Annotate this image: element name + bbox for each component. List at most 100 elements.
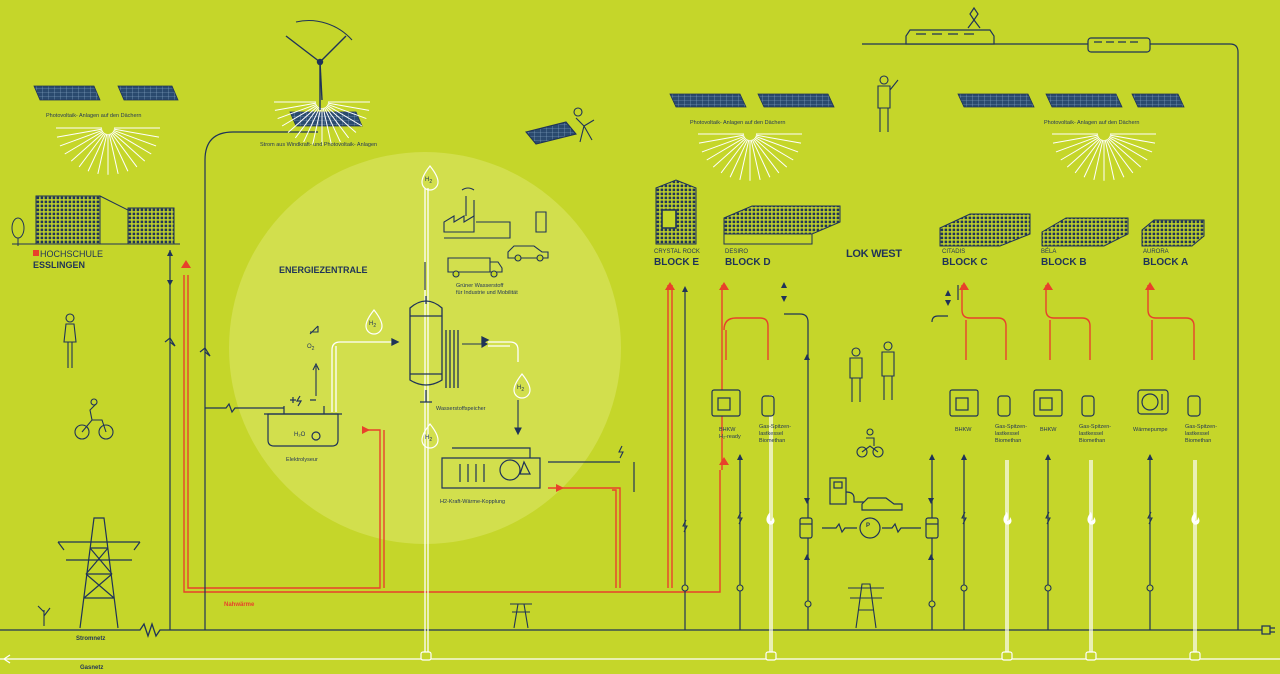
boiler-d-label-2: lastkessel <box>759 431 784 437</box>
power-lines <box>164 43 1239 630</box>
lok-west-logo: LOK WEST <box>846 248 902 260</box>
sun-ray <box>325 105 357 133</box>
sun-ray <box>701 135 745 153</box>
sun-ray <box>113 129 157 147</box>
bhkw-h2-label-1: BHKW <box>719 427 736 433</box>
sun-ray <box>754 136 794 161</box>
sun-ray <box>752 138 780 174</box>
gas-junctions <box>420 651 1201 661</box>
sun-ray <box>324 106 350 139</box>
sun-ray <box>1109 134 1156 144</box>
sun-rays <box>56 101 1156 181</box>
aurora-name: AURORA <box>1143 249 1169 255</box>
bela-name: BÉLA <box>1041 249 1057 255</box>
lightning-icons <box>618 445 1153 533</box>
pv-label-right: Photovoltaik- Anlagen auf den Dächern <box>1044 120 1140 126</box>
heat-network <box>183 275 1195 593</box>
sun-ray <box>1074 138 1102 174</box>
h2-drop-label-bottom: H2 <box>425 435 433 444</box>
h2-drop-icons <box>365 165 531 449</box>
pylon-large <box>57 517 141 629</box>
sun-ray <box>1052 134 1099 144</box>
o2-output <box>309 325 320 396</box>
power-arrowheads <box>167 250 1153 560</box>
sun-ray <box>753 137 788 168</box>
heat-network-label: Nahwärme <box>224 602 255 608</box>
block-c-label: BLOCK C <box>942 257 988 268</box>
meter-icons <box>681 584 1154 608</box>
school-logo-mark <box>33 250 39 256</box>
sun-ray <box>755 135 799 153</box>
sun-ray <box>751 139 771 178</box>
sun-ray <box>59 129 103 147</box>
energy-centre-title: ENERGIEZENTRALE <box>279 265 368 275</box>
pylon-small-left <box>510 603 532 629</box>
car-icon-h2 <box>507 245 549 262</box>
boiler-a-label-2: lastkessel <box>1185 431 1210 437</box>
desiro-name: DESIRO <box>725 249 749 255</box>
boiler-b-label-3: Biomethan <box>1079 438 1106 444</box>
sun-ray <box>712 137 747 168</box>
wind-turbine <box>285 20 353 110</box>
electrolyser <box>264 395 342 447</box>
sun-ray <box>750 139 761 181</box>
sun-ray <box>303 107 321 143</box>
bhkw-b-label: BHKW <box>1040 427 1057 433</box>
child-cyclist <box>856 428 884 458</box>
block-a-label: BLOCK A <box>1143 257 1189 268</box>
bela-building <box>1041 217 1129 247</box>
desiro-building <box>723 205 841 245</box>
plant-icon <box>37 605 51 626</box>
sun-ray <box>281 104 318 127</box>
sun-ray <box>739 139 750 181</box>
heat-pump-label: Wärmepumpe <box>1133 427 1168 433</box>
boiler-a-label-3: Biomethan <box>1185 438 1212 444</box>
boiler-c-label-2: lastkessel <box>995 431 1020 437</box>
sun-ray <box>1055 135 1099 153</box>
sun-ray <box>1066 137 1101 168</box>
sun-ray <box>294 106 320 139</box>
h2-drop-label-right: H2 <box>517 385 525 394</box>
person-left <box>63 313 77 368</box>
heat-arrowheads <box>181 260 1155 492</box>
sun-ray <box>277 103 317 120</box>
tree-icon <box>11 217 25 246</box>
sun-ray <box>1109 135 1153 153</box>
sun-ray <box>1108 136 1148 161</box>
sun-ray <box>64 130 104 155</box>
chp-unit <box>441 447 541 489</box>
heat-pump-device <box>1137 389 1169 415</box>
pv-label-middle: Photovoltaik- Anlagen auf den Dächern <box>690 120 786 126</box>
citadis-building <box>939 213 1031 247</box>
h2-drop-label-left: H2 <box>369 321 377 330</box>
citadis-name: CITADIS <box>942 249 966 255</box>
sun-ray <box>110 132 138 168</box>
sun-ray <box>706 136 746 161</box>
pv-panels-middle <box>669 93 835 108</box>
block-d-label: BLOCK D <box>725 257 771 268</box>
sun-ray <box>111 131 146 162</box>
sun-ray <box>1105 139 1125 178</box>
sun-ray <box>70 131 105 162</box>
green-h2-line1: Grüner Wasserstoff <box>456 283 504 289</box>
sun-ray <box>274 102 317 111</box>
people-group <box>849 341 895 402</box>
cyclist <box>74 398 114 440</box>
sun-ray <box>322 107 332 145</box>
bhkw-devices <box>711 389 1063 417</box>
school-name-line1: HOCHSCHULE <box>40 249 104 259</box>
pv-panels-right <box>957 93 1185 108</box>
sun-ray <box>1104 139 1115 181</box>
plug-icon <box>1261 625 1275 635</box>
boiler-c-label-1: Gas-Spitzen- <box>995 424 1028 430</box>
crystal-rock-building <box>655 179 697 245</box>
aurora-building <box>1141 219 1205 247</box>
sun-ray <box>108 133 119 175</box>
sun-ray <box>312 107 322 145</box>
bhkw-h2-label-2: H₂-ready <box>719 434 741 440</box>
block-e-label: BLOCK E <box>654 257 699 268</box>
sun-ray <box>112 130 152 155</box>
hochschule-buildings <box>12 195 180 245</box>
